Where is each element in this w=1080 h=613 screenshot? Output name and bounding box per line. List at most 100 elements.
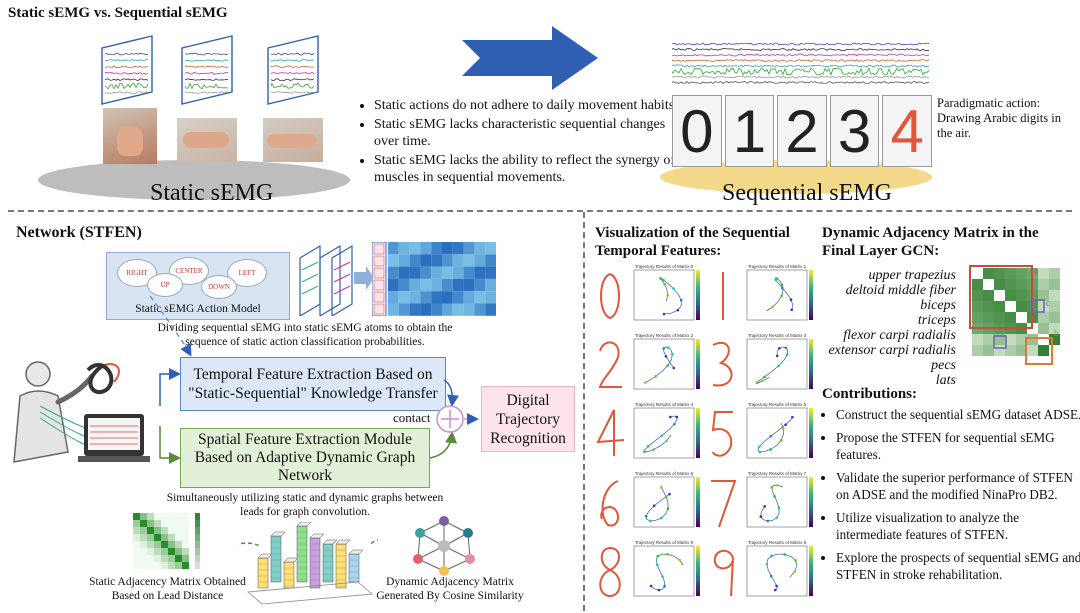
prob-cell [420,254,432,267]
trajectory-cell-7: Trajectory Results of Matrix 7 [707,469,819,537]
static-adjacency-caption: Static Adjacency Matrix Obtained Based o… [89,576,246,602]
trajectory-point [672,366,676,370]
trajectory-point [654,375,657,378]
dynamic-matrix-cell [972,290,983,301]
trajectory-point [773,495,776,498]
semg-window-stack [299,244,374,316]
trajectory-plot-title: Trajectory Results of Matrix 3 [748,333,807,338]
trajectory-cell-5: Trajectory Results of Matrix 5 [707,400,819,468]
static-adjacency-matrix [133,513,200,569]
trajectory-point [652,448,655,451]
matrix-marker-b: b [1054,328,1059,338]
trajectory-point [668,415,672,419]
dynamic-matrix-cell [994,290,1005,301]
static-matrix-cell [175,541,182,548]
prob-cell [442,254,453,267]
trajectory-plot-frame [633,476,695,528]
static-matrix-cell [140,513,147,520]
trajectory-point [671,352,674,356]
prob-cell [431,291,442,304]
static-matrix-cell [168,534,175,541]
trajectory-point [775,354,779,358]
prob-cell [485,278,496,292]
signal-trace [104,52,149,56]
trajectory-line [644,415,678,453]
dynamic-adjacency-matrix: a b c [969,265,1060,365]
muscle-label: flexor carpi radialis [843,328,956,343]
signal-trace [672,53,930,57]
trajectory-point [660,516,663,520]
prob-cell [452,242,464,255]
trajectory-cell-6: Trajectory Results of Matrix 6 [594,469,706,537]
static-panel [101,35,153,105]
dynamic-matrix-cell [994,279,1005,290]
static-matrix-cell [182,555,189,562]
trajectory-point [644,381,647,384]
dynamic-matrix-cell [994,301,1005,312]
static-semg-signal-panels [101,35,319,105]
prob-cell [431,303,442,316]
trajectory-point [666,293,669,297]
static-matrix-cell [133,527,140,534]
static-matrix-cell [154,541,161,548]
gcn-bar-top [322,539,338,545]
static-matrix-cell [154,527,161,534]
section-title-static-vs-sequential: Static sEMG vs. Sequential sEMG [8,5,228,21]
gcn-bar [257,557,269,589]
contact-label: contact [393,410,431,425]
signal-trace [672,75,930,79]
trajectory-point [790,308,794,312]
trajectory-point [781,427,785,430]
gcn-bar [270,535,282,583]
signal-trace [104,59,149,62]
trajectory-line [659,277,682,315]
dynamic-matrix-cell [983,268,994,279]
colorbar-cell [195,541,200,548]
prob-cell [452,266,464,279]
static-matrix-cell [154,513,161,520]
trajectory-point [791,415,794,419]
prob-cell [442,278,453,292]
signal-trace [104,71,149,75]
contributions-list: Construct the sequential sEMG dataset AD… [818,406,1080,589]
dynamic-matrix-cell [1049,279,1060,290]
limitation-item: Static sEMG lacks characteristic sequent… [374,116,679,150]
trajectory-point [755,381,759,384]
trajectory-point [794,559,797,562]
trajectory-point [757,445,761,449]
static-semg-caption: Static sEMG [150,180,274,206]
trajectory-colorbar [809,408,813,458]
action-bubble: LEFT [227,259,267,287]
static-matrix-cell [161,513,168,520]
prob-cell [388,266,399,279]
static-matrix-cell [133,534,140,541]
static-action-model-box: RIGHT CENTER LEFT UP DOWN Static sEMG Ac… [106,252,290,320]
prob-cell [431,254,442,267]
static-matrix-cell [140,548,147,555]
trajectory-point [763,505,766,508]
trajectory-point [676,308,680,312]
section-title-contributions: Contributions: [822,386,918,402]
trajectory-line [644,346,675,384]
trajectory-plot-title: Trajectory Results of Matrix 5 [748,402,807,407]
prob-cell [398,242,410,255]
static-matrix-cell [161,520,168,527]
static-matrix-cell [161,541,168,548]
trajectory-point [675,415,679,419]
gcn-bar-top [270,531,286,537]
signal-trace [672,59,930,62]
static-matrix-cell [168,520,175,527]
dynamic-matrix-cell [972,268,983,279]
signal-trace [184,52,229,56]
prob-row-icon [373,243,385,255]
dynamic-matrix-cell [972,279,983,290]
static-matrix-cell [175,527,182,534]
static-matrix-cell [140,534,147,541]
trajectory-point [779,438,783,442]
muscle-label: triceps [917,313,956,328]
trajectory-point [780,283,784,286]
prob-cell [420,266,432,279]
digit-stroke-6 [600,480,619,527]
prob-cell [409,254,421,267]
